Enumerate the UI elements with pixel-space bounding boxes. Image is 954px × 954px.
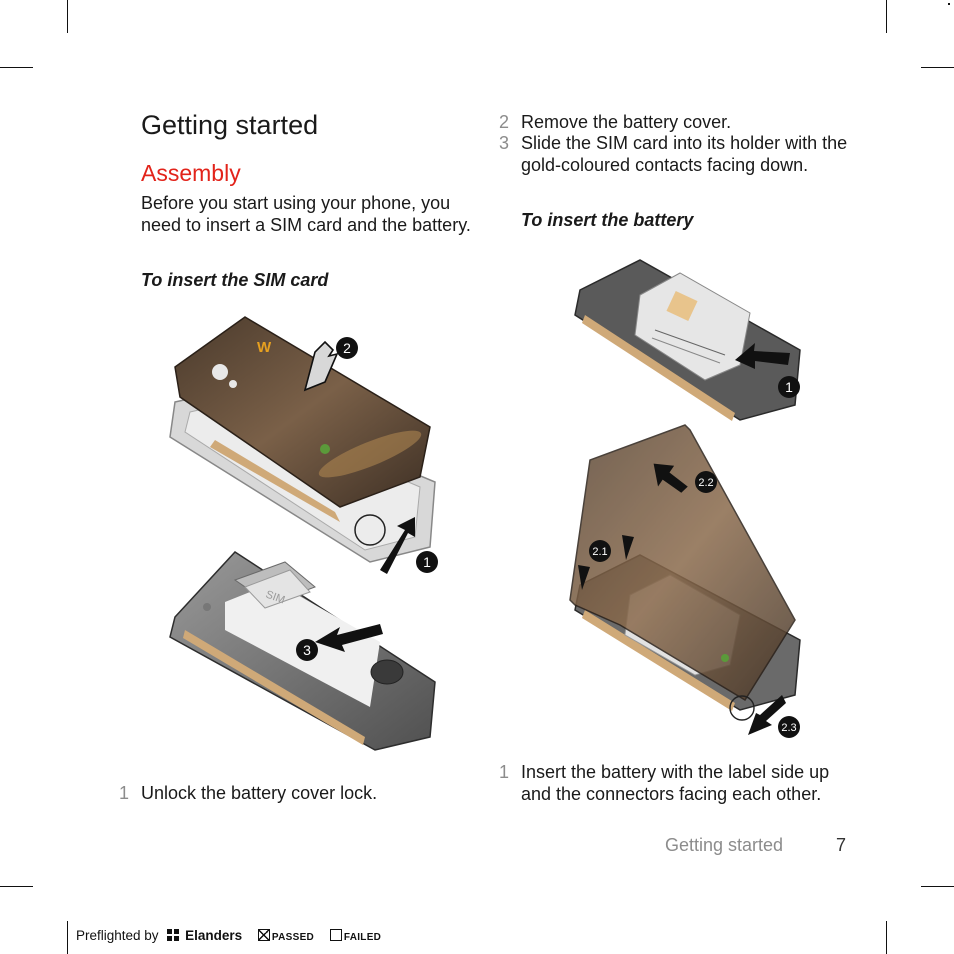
callout-2: 2 [343, 340, 351, 356]
step-text: Remove the battery cover. [521, 112, 732, 132]
crop-mark [886, 921, 887, 954]
step-number: 2 [499, 112, 510, 132]
step-text: Insert the battery with the label side u… [521, 762, 830, 804]
sim-instruction-title: To insert the SIM card [141, 270, 329, 290]
passed-label: PASSED [271, 932, 315, 943]
step-number: 1 [499, 762, 510, 782]
callout-3: 3 [303, 642, 311, 658]
crop-mark [921, 67, 954, 68]
registration-dot [948, 3, 950, 5]
crop-mark [0, 886, 33, 887]
elanders-logo-icon [167, 929, 181, 941]
battery-instruction-title: To insert the battery [521, 210, 694, 230]
crop-mark [921, 886, 954, 887]
step-number: 1 [119, 783, 130, 803]
crop-mark [67, 0, 68, 33]
page-title: Getting started [141, 110, 319, 140]
battery-callout-2-3: 2.3 [781, 722, 796, 734]
section-heading: Assembly [141, 160, 241, 186]
crop-mark [0, 67, 33, 68]
sim-insertion-illustration: W 2 1 SIM 3 [169, 316, 438, 751]
battery-callout-1: 1 [785, 379, 793, 395]
failed-checkbox [329, 929, 342, 941]
intro-paragraph: Before you start using your phone, you n… [141, 193, 471, 235]
right-step: 1 Insert the battery with the label side… [499, 762, 851, 808]
right-step: 2 Remove the battery cover. [499, 112, 851, 134]
left-step: 1 Unlock the battery cover lock. [119, 783, 459, 807]
step-text: Slide the SIM card into its holder with … [521, 133, 848, 175]
battery-callout-2-2: 2.2 [698, 477, 713, 489]
preflight-brand: Elanders [185, 928, 243, 943]
svg-text:W: W [257, 339, 272, 356]
step-text: Unlock the battery cover lock. [141, 783, 378, 803]
preflight-prefix: Preflighted by [76, 928, 159, 943]
passed-checkbox [257, 929, 270, 941]
callout-1: 1 [423, 554, 431, 570]
crop-mark [67, 921, 68, 954]
crop-mark [886, 0, 887, 33]
page-number: 7 [836, 835, 847, 855]
footer-section-name: Getting started [665, 835, 784, 855]
step-number: 3 [499, 133, 510, 153]
battery-insertion-illustration: 1 2.2 2.1 2.3 [569, 259, 801, 738]
failed-label: FAILED [343, 932, 382, 943]
battery-callout-2-1: 2.1 [592, 546, 607, 558]
preflight-stamp: Preflighted by Elanders PASSED FAILED [76, 928, 381, 943]
right-step: 3 Slide the SIM card into its holder wit… [499, 133, 851, 199]
